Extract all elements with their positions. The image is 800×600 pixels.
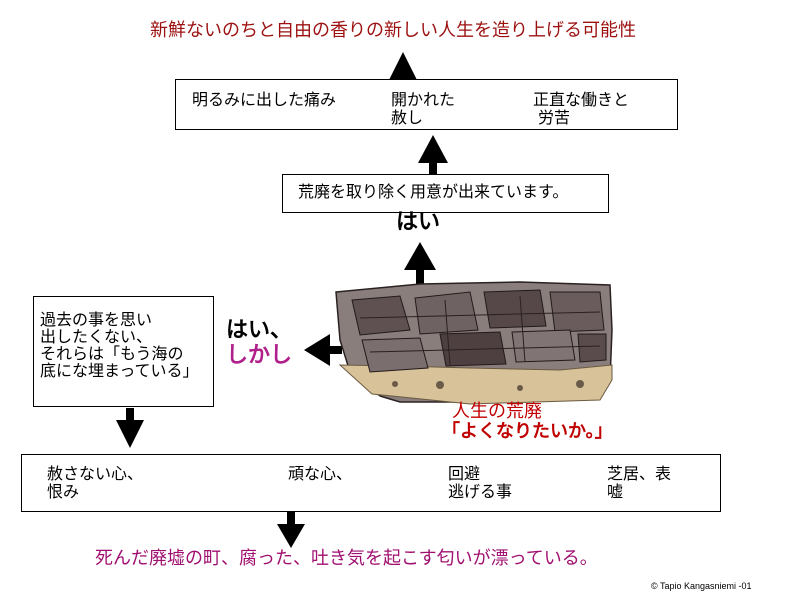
obstacle-item-1-line-1: 赦さない心、 <box>47 464 144 483</box>
yes-but-label-2: しかし <box>226 343 293 368</box>
arrow-left-icon <box>304 334 342 366</box>
arrow-down-icon <box>116 408 144 448</box>
outcome-item-1: 明るみに出した痛み <box>192 90 337 109</box>
denial-box <box>33 296 214 407</box>
outcome-item-2-line-1: 開かれた <box>391 90 456 109</box>
ruins-illustration <box>335 281 613 405</box>
ruins-caption-line-2: 「よくなりたいか。」 <box>442 421 613 442</box>
obstacle-item-4-line-2: 嘘 <box>607 482 624 501</box>
arrow-up-icon <box>404 242 436 295</box>
denial-line-3: それらは「もう海の <box>40 344 184 363</box>
willing-box <box>282 174 609 213</box>
denial-line-4: 底にな埋まっている」 <box>40 361 199 380</box>
outcome-box <box>175 79 678 130</box>
obstacle-item-3-line-1: 回避 <box>448 464 481 483</box>
obstacle-item-2: 頑な心、 <box>288 464 353 483</box>
ruins-caption-line-1: 人生の荒廃 <box>452 401 542 422</box>
obstacle-item-4-line-1: 芝居、表 <box>607 464 672 483</box>
bottom-result-text: 死んだ廃墟の町、腐った、吐き気を起こす匂いが漂っている。 <box>95 548 598 569</box>
willing-text: 荒廃を取り除く用意が出来ています。 <box>298 182 569 201</box>
top-goal-text: 新鮮ないのちと自由の香りの新しい人生を造り上げる可能性 <box>150 20 636 41</box>
yes-but-label-1: はい、 <box>226 318 293 343</box>
arrow-down-icon <box>277 512 305 548</box>
outcome-item-2-line-2: 赦し <box>391 108 424 127</box>
copyright-text: © Tapio Kangasniemi -01 <box>651 581 752 591</box>
obstacle-box <box>21 454 721 512</box>
outcome-item-3-line-1: 正直な働きと <box>533 90 630 109</box>
denial-line-2: 出したくない、 <box>40 327 153 346</box>
yes-label: はい <box>396 210 441 235</box>
obstacle-item-1-line-2: 恨み <box>47 482 80 501</box>
denial-line-1: 過去の事を思い <box>40 310 153 329</box>
obstacle-item-3-line-2: 逃げる事 <box>448 482 513 501</box>
arrow-up-icon <box>418 135 448 174</box>
outcome-item-3-line-2: 労苦 <box>538 108 571 127</box>
